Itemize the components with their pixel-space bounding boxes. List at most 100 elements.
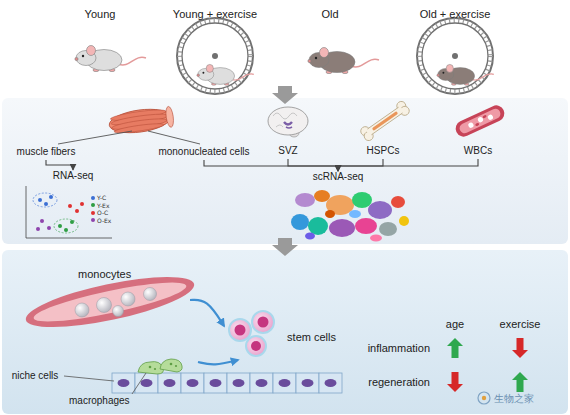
umap-plot-part bbox=[291, 214, 309, 230]
bone-illustration bbox=[359, 100, 411, 143]
legend-text: Y-Ex bbox=[97, 202, 109, 209]
monocyte-cells-part bbox=[113, 306, 124, 317]
stem-cells bbox=[229, 311, 274, 356]
niche-cell-layer-part bbox=[158, 373, 181, 393]
exercise-wheel-part bbox=[212, 53, 218, 59]
group-label: Young + exercise bbox=[160, 4, 270, 24]
legend-row: Y-C bbox=[91, 194, 111, 202]
legend-row: O-C bbox=[91, 209, 111, 217]
niche-cell-layer-part bbox=[227, 373, 250, 393]
bone-illustration-part bbox=[371, 113, 402, 135]
niche-cell-layer bbox=[112, 373, 342, 393]
node-text: scRNA-seq bbox=[313, 171, 364, 183]
niche-cell-layer-part bbox=[325, 379, 337, 387]
blood-vessel-illustration-part bbox=[482, 115, 487, 119]
pca-scatter-plot-part bbox=[38, 198, 42, 202]
exercise-wheel-part bbox=[417, 18, 493, 94]
panel-backgrounds-part bbox=[2, 98, 568, 244]
watermark-icon bbox=[478, 392, 490, 404]
node-text: Old + exercise bbox=[420, 8, 491, 21]
node-text: mononucleated cells bbox=[158, 146, 249, 158]
leader-line bbox=[64, 373, 146, 394]
sample-label: WBCs bbox=[453, 143, 503, 159]
node-text: stem cells bbox=[287, 331, 336, 344]
niche-cell-layer-part bbox=[187, 379, 199, 387]
niche-cell-layer-part bbox=[210, 379, 222, 387]
umap-plot-part bbox=[391, 196, 405, 208]
niche-cell-layer-part bbox=[279, 379, 291, 387]
exercise-wheel-part bbox=[452, 53, 458, 59]
node-text: RNA-seq bbox=[53, 170, 94, 182]
node-text: niche cells bbox=[12, 370, 59, 382]
trend-arrows-part bbox=[512, 338, 528, 358]
flow-arrow bbox=[288, 159, 338, 171]
node-text: WBCs bbox=[464, 145, 492, 157]
node-text: HSPCs bbox=[367, 145, 400, 157]
monocyte-cells bbox=[75, 288, 157, 318]
bone-illustration-part bbox=[366, 106, 404, 136]
stem-cells-part bbox=[235, 325, 246, 336]
niche-cell-layer-part bbox=[141, 379, 153, 387]
trend-arrows-part bbox=[512, 372, 528, 392]
node-text: SVZ bbox=[278, 145, 297, 157]
method-panel: scRNA-seq bbox=[268, 171, 408, 242]
blood-vessel-illustration-part bbox=[453, 103, 507, 139]
node-text: Young bbox=[85, 8, 116, 21]
flow-arrow bbox=[338, 159, 478, 171]
leader-line-part bbox=[58, 131, 132, 144]
row-header: inflammation bbox=[368, 342, 430, 354]
niche-cell-layer-part bbox=[256, 379, 268, 387]
brain-illustration-part bbox=[273, 113, 297, 119]
macrophage-cells-part bbox=[160, 359, 182, 372]
pca-scatter-plot-part bbox=[80, 202, 84, 206]
sample-label: HSPCs bbox=[358, 143, 408, 159]
stem-cells-part bbox=[258, 317, 269, 328]
blood-vessel bbox=[22, 267, 198, 338]
mouse-young-running-part bbox=[197, 64, 254, 85]
sample-label: mononucleated cells bbox=[148, 144, 260, 160]
niche-cell-layer-part bbox=[233, 379, 245, 387]
bone-illustration-part bbox=[372, 111, 398, 131]
mouse-young bbox=[75, 46, 146, 72]
umap-plot-part bbox=[399, 216, 409, 226]
brain-illustration bbox=[268, 107, 308, 137]
umap-plot-part bbox=[379, 222, 397, 236]
stem-cells-part bbox=[246, 336, 266, 356]
pca-scatter-plot-part bbox=[26, 186, 27, 238]
pca-scatter-plot-part bbox=[75, 209, 79, 213]
macrophage-cells-part bbox=[149, 366, 152, 369]
row-header: regeneration bbox=[368, 376, 430, 388]
legend-swatch bbox=[91, 218, 95, 222]
blood-vessel-illustration bbox=[453, 103, 507, 139]
umap-plot-part bbox=[305, 233, 315, 240]
stem-cells-part bbox=[252, 311, 274, 333]
flow-chevrons-part bbox=[272, 86, 298, 104]
flow-arrow bbox=[338, 159, 383, 171]
monocyte-cells-part bbox=[121, 292, 135, 306]
brain-illustration-part bbox=[284, 122, 292, 125]
macrophage-cells-part bbox=[154, 368, 156, 370]
macrophage-cells bbox=[138, 359, 182, 374]
umap-plot-part bbox=[308, 217, 328, 235]
niche-cell-layer-part bbox=[118, 379, 130, 387]
blood-vessel-illustration-part bbox=[458, 107, 502, 135]
umap-plot-part bbox=[370, 235, 382, 242]
trend-arrows-part bbox=[447, 338, 463, 358]
umap-plot-part bbox=[355, 218, 377, 234]
blood-vessel-illustration-part bbox=[487, 114, 494, 121]
cell-group: monocytes bbox=[50, 268, 190, 328]
legend-swatch bbox=[91, 211, 95, 215]
niche-cell-layer-part bbox=[112, 373, 135, 393]
niche-cell-layer-part bbox=[296, 373, 319, 393]
niche-cell-layer-part bbox=[204, 373, 227, 393]
legend-text: Y-C bbox=[97, 194, 106, 201]
flow-arrow bbox=[204, 160, 338, 171]
legend-text: O-Ex bbox=[97, 217, 111, 224]
umap-plot bbox=[291, 190, 409, 242]
node-text: monocytes bbox=[78, 268, 131, 281]
flow-arrow bbox=[190, 300, 224, 326]
leader-line bbox=[58, 131, 200, 144]
exercise-wheel bbox=[177, 18, 493, 94]
